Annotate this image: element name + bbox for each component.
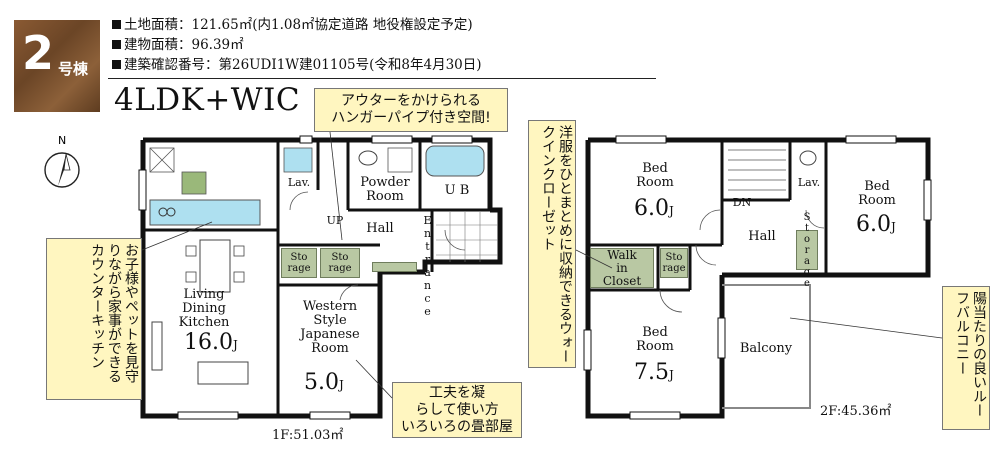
western-japanese-room-size: 5.0J [304,370,344,395]
bedroom-1-size: 6.0J [634,196,674,221]
lav-label-1f: Lav. [287,176,311,189]
unit-bath-label: U B [444,183,470,198]
spec-land-area: 土地面積：121.65㎡(内1.08㎡協定道路 地役権設定予定) [112,16,473,34]
floor-2-area: 2F:45.36㎡ [820,404,892,419]
tatami-room-callout: 工夫を凝らして使い方いろいろの畳部屋 [392,382,522,438]
building-number: 2 [22,26,55,80]
roof-balcony-callout: 陽当たりの良いルーフバルコニー [942,286,990,430]
spec-permit-number: 建築確認番号：第26UDI1W建01105号(令和8年4月30日) [112,56,482,74]
shoe-storage [372,262,417,272]
storage-2f-right: Storage [796,212,818,289]
walk-in-closet-callout: 洋服をひとまとめに収納できるウォークインクローゼット [528,120,576,368]
compass-label: N [58,134,66,147]
stairs-down-label: DN [732,196,752,209]
spec-building-area: 建物面積：96.39㎡ [112,36,244,54]
ldk-size: 16.0J [184,330,238,355]
hanger-pipe-callout: アウターをかけられるハンガーパイプ付き空間! [314,88,508,132]
floor-1-walls [138,135,503,420]
kitchen-callout: お子様やペットを見守りながら家事ができるカウンターキッチン [46,238,142,400]
building-number-badge: 2 号棟 [14,20,100,112]
lav-label-2f: Lav. [797,176,821,189]
hall-label-2f: Hall [748,229,776,244]
floor-plan-type: 4LDK+WIC [114,82,301,118]
bedroom-3-size: 7.5J [634,360,674,385]
building-number-suffix: 号棟 [58,60,89,78]
bedroom-2-size: 6.0J [856,212,896,237]
header-divider [108,78,656,79]
floor-1-area: 1F:51.03㎡ [272,428,344,443]
balcony-label: Balcony [739,341,793,356]
compass-icon: N [40,134,84,192]
hall-label-1f: Hall [366,221,394,236]
